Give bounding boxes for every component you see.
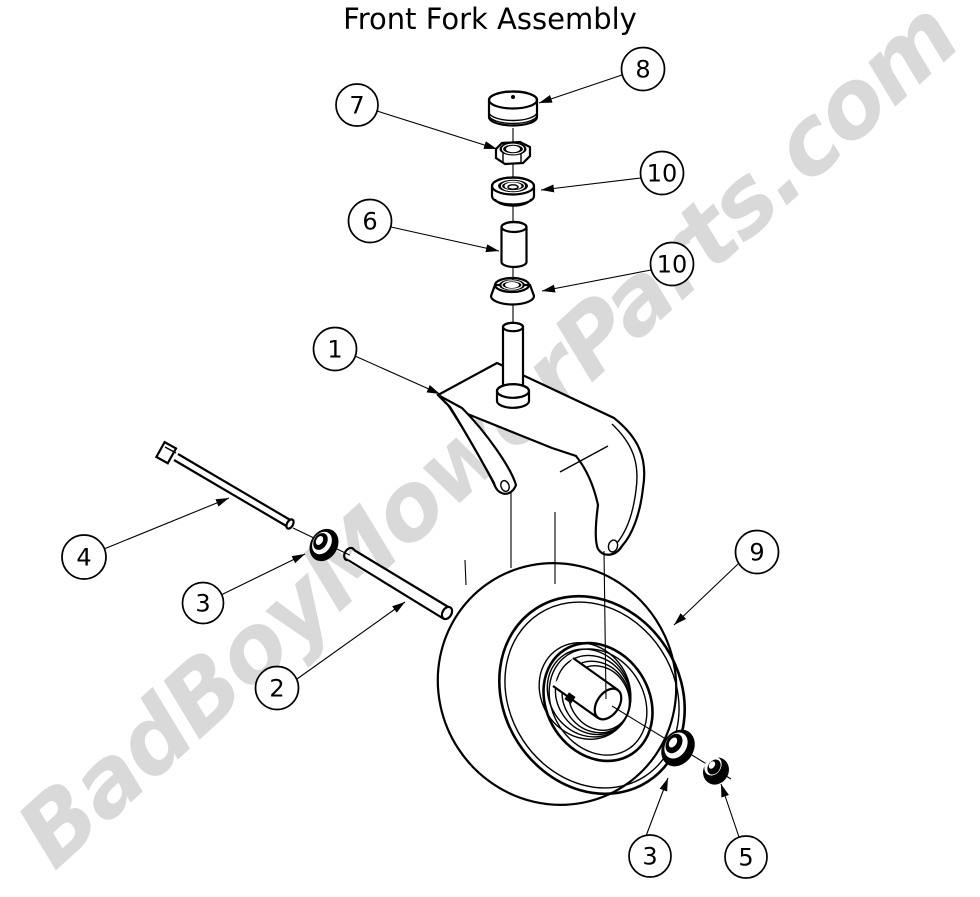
svg-text:8: 8 [635,55,650,83]
svg-text:5: 5 [738,843,753,871]
svg-text:3: 3 [642,842,657,870]
callout-1: 1 [312,326,441,395]
fork-right-arm-hole [607,539,619,553]
svg-text:3: 3 [195,589,210,617]
fork-weldment-drawing [436,321,646,556]
axle-spacer-drawing [343,546,454,621]
cap-center-dot [511,95,515,99]
callout-6: 6 [347,198,500,253]
fork-left-arm-hole [500,479,510,493]
dust-cap-drawing [487,90,539,127]
callout-2: 2 [254,601,406,711]
svg-text:6: 6 [362,207,377,235]
bearing-spacer-drawing [500,220,528,269]
callout-4: 4 [61,497,230,580]
callout-3-left: 3 [181,553,306,625]
callout-5: 5 [720,783,768,879]
hub-axle-tube [552,657,623,721]
svg-text:10: 10 [647,159,678,187]
steering-stem [495,321,531,409]
lower-bearing-drawing [489,276,536,306]
callout-3-right: 3 [628,777,672,878]
svg-text:7: 7 [349,91,364,119]
page-title: Front Fork Assembly [343,2,637,36]
svg-text:10: 10 [657,250,688,278]
callout-8: 8 [538,46,666,104]
callout-7: 7 [335,83,498,150]
svg-text:1: 1 [327,335,342,363]
axle-bolt-drawing [154,440,295,530]
callout-10-lower: 10 [541,241,695,293]
keyway-notch [564,692,576,704]
axle-washer-right-drawing [661,729,695,767]
callouts: 8 7 10 6 10 [61,46,780,879]
upper-bearing-drawing [490,176,536,207]
bolt-head [154,440,178,465]
wheel-tire-assembly-drawing [436,562,687,806]
svg-text:2: 2 [269,674,284,702]
callout-9: 9 [673,529,780,626]
callout-10-upper: 10 [540,150,685,196]
svg-text:9: 9 [749,538,764,566]
axle-nut-drawing [703,756,729,785]
axle-washer-left-drawing [309,528,339,562]
svg-text:4: 4 [76,543,91,571]
lock-nut-drawing [494,140,532,166]
axle-path-lines [510,491,607,700]
